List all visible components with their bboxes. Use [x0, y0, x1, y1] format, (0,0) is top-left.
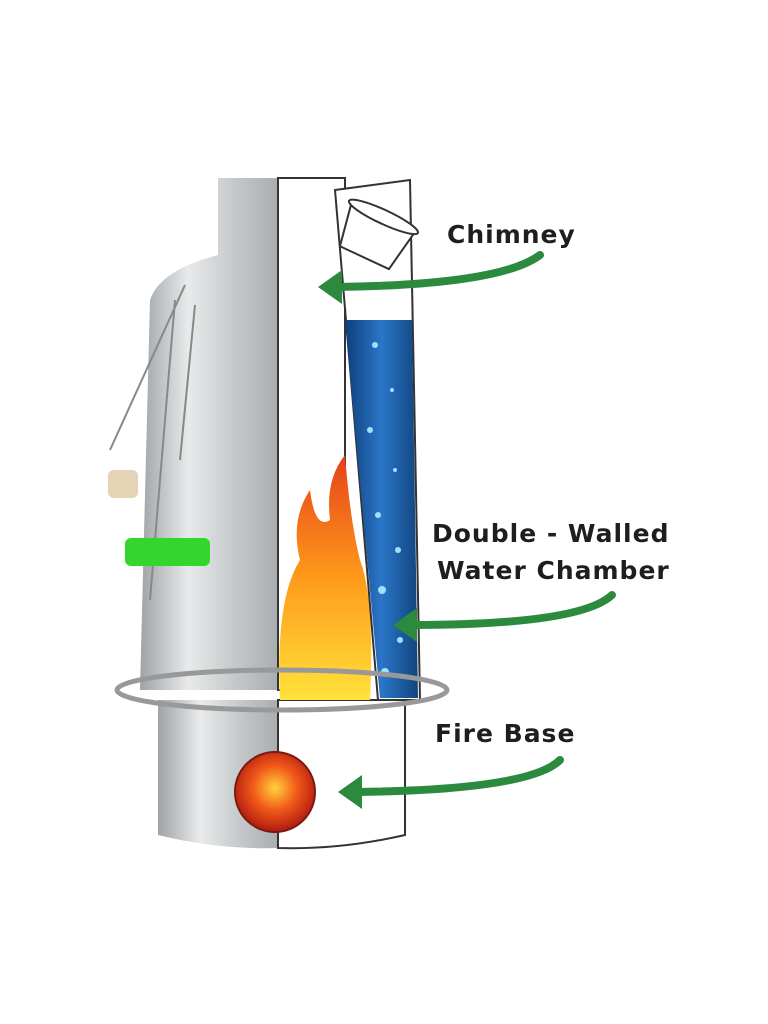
arrows [331, 251, 616, 796]
label-chimney: Chimney [447, 220, 576, 249]
wooden-toggle [108, 470, 138, 498]
cork-stopper [125, 538, 210, 566]
label-fire-base: Fire Base [435, 719, 576, 748]
chimney-cup [338, 198, 420, 271]
fire-base [158, 699, 406, 850]
chimney-arrow [331, 251, 544, 291]
fire-base-arrow [351, 756, 564, 796]
base-rim [114, 667, 450, 713]
arrowhead-icon [338, 775, 362, 809]
flame [279, 455, 372, 700]
label-double-walled: Double - Walled [432, 519, 670, 548]
ember-hole [234, 751, 316, 833]
kettle-body [140, 178, 278, 690]
water-arrow [406, 591, 616, 629]
label-water-chamber: Water Chamber [437, 556, 670, 585]
arrowhead-icon [393, 608, 417, 642]
arrowhead-icon [318, 270, 342, 304]
